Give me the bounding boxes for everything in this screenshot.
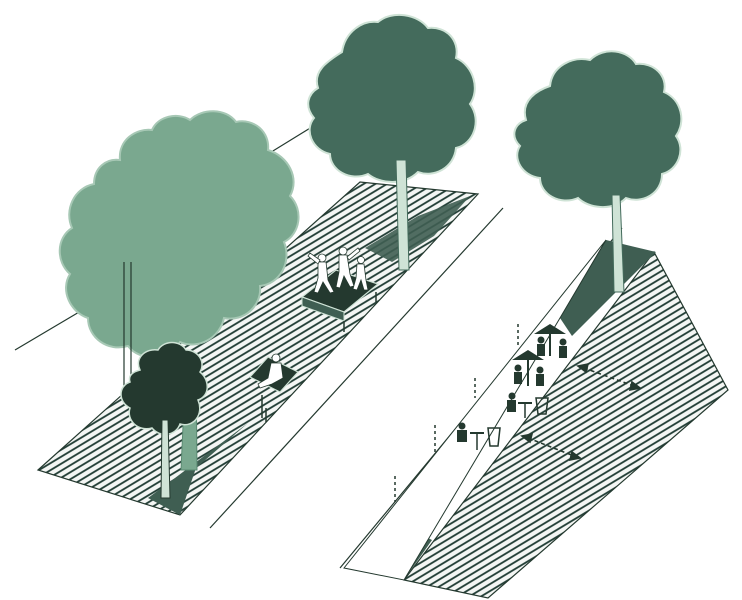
street-section-diagram [0, 0, 742, 600]
